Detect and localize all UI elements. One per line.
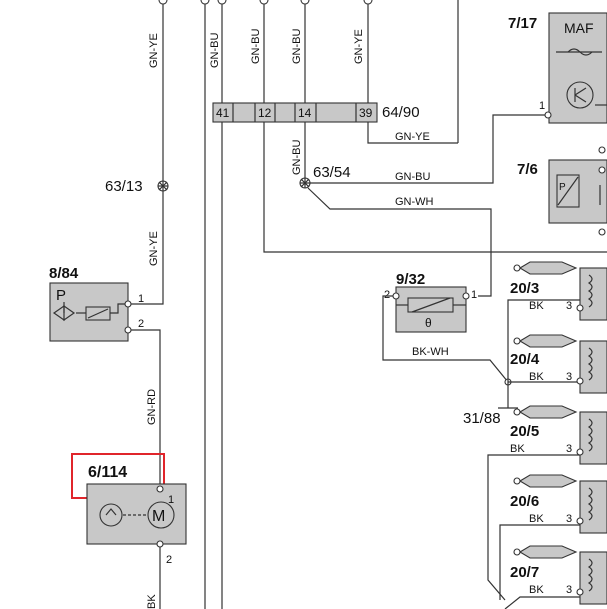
wire-label: BK-WH bbox=[412, 346, 449, 358]
pin-node bbox=[513, 477, 521, 485]
wire-8-84-pin1 bbox=[131, 293, 164, 305]
top-node bbox=[259, 0, 269, 5]
ground-bus-e bbox=[504, 596, 580, 609]
pin-node bbox=[513, 337, 521, 345]
ground-id: 31/88 bbox=[463, 410, 501, 427]
wire-gn-rd bbox=[131, 329, 161, 489]
maf-pin-1 bbox=[544, 111, 552, 119]
pressure-sensor-7-6: P bbox=[548, 159, 607, 224]
wire-label: GN-YE bbox=[395, 131, 430, 143]
pin-node bbox=[513, 264, 521, 272]
injector-pin: 3 bbox=[566, 371, 572, 383]
theta-symbol: θ bbox=[425, 316, 432, 330]
pin-node bbox=[513, 408, 521, 416]
top-node bbox=[300, 0, 310, 5]
component-id: 6/114 bbox=[88, 464, 127, 481]
wire-label: BK bbox=[146, 594, 158, 609]
wire-gn-wh bbox=[307, 187, 492, 297]
ground-bus-a bbox=[507, 299, 580, 382]
pin-node bbox=[124, 300, 132, 308]
wire-label: GN-BU bbox=[291, 140, 303, 176]
maf-label: MAF bbox=[564, 20, 594, 36]
pin-node bbox=[392, 292, 400, 300]
wire-label: GN-YE bbox=[148, 231, 160, 266]
injector-20-6 bbox=[518, 474, 607, 534]
wire-loop-right bbox=[263, 122, 607, 253]
injector-id: 20/4 bbox=[510, 351, 540, 368]
injector-wire: BK bbox=[529, 584, 544, 596]
pin-node bbox=[124, 326, 132, 334]
injector-id: 20/6 bbox=[510, 493, 539, 510]
injector-wire: BK bbox=[510, 443, 525, 455]
injector-pin: 3 bbox=[566, 513, 572, 525]
wire-label: GN-WH bbox=[395, 196, 434, 208]
connector-pin: 41 bbox=[216, 106, 230, 120]
injector-20-5 bbox=[518, 405, 607, 465]
component-id: 7/6 bbox=[517, 161, 538, 178]
top-node bbox=[363, 0, 373, 5]
motor-6-114: M bbox=[86, 483, 187, 545]
wire-label: GN-YE bbox=[353, 29, 365, 64]
pin-label: 1 bbox=[539, 100, 545, 112]
injector-pin: 3 bbox=[566, 443, 572, 455]
connector-pin: 12 bbox=[258, 106, 272, 120]
splice-id: 63/13 bbox=[105, 178, 143, 195]
injector-pin: 3 bbox=[566, 300, 572, 312]
connector-id: 64/90 bbox=[382, 104, 420, 121]
pin-node bbox=[598, 166, 606, 174]
component-id: 9/32 bbox=[396, 271, 425, 288]
connector-pin: 39 bbox=[359, 106, 373, 120]
injector-id: 20/5 bbox=[510, 423, 539, 440]
wire-gn-bu-to-maf bbox=[310, 114, 548, 184]
injector-wire: BK bbox=[529, 371, 544, 383]
wire-label: GN-RD bbox=[146, 389, 158, 425]
wire-label: GN-YE bbox=[148, 33, 160, 68]
wire-label: GN-BU bbox=[250, 29, 262, 65]
pin-node bbox=[598, 146, 606, 154]
injector-id: 20/7 bbox=[510, 564, 539, 581]
connector-pin: 14 bbox=[298, 106, 312, 120]
injector-20-3 bbox=[518, 261, 607, 321]
ground-bus-c bbox=[487, 454, 580, 601]
pin-node bbox=[513, 548, 521, 556]
pin-node bbox=[598, 228, 606, 236]
pin-node bbox=[462, 292, 470, 300]
pin-label: 1 bbox=[168, 494, 174, 506]
injector-20-4 bbox=[518, 334, 607, 394]
component-id: 7/17 bbox=[508, 15, 537, 32]
pin-label: 1 bbox=[138, 293, 144, 305]
injector-wire: BK bbox=[529, 300, 544, 312]
pin-label: 2 bbox=[384, 289, 390, 301]
wire-label: GN-BU bbox=[291, 29, 303, 65]
temp-sensor-9-32: θ bbox=[395, 286, 467, 333]
injector-20-7 bbox=[518, 545, 607, 605]
wire-label: GN-BU bbox=[209, 33, 221, 69]
svg-text:M: M bbox=[152, 508, 165, 525]
wire-gn-ye-horizontal bbox=[367, 122, 458, 144]
wire-label: GN-BU bbox=[395, 171, 431, 183]
symbol-p: P bbox=[559, 182, 566, 193]
injector-id: 20/3 bbox=[510, 280, 539, 297]
ground-bus-d bbox=[499, 524, 580, 600]
top-node bbox=[158, 0, 168, 5]
pin-node bbox=[156, 540, 164, 548]
wire-bk-wh bbox=[382, 295, 509, 383]
splice-id: 63/54 bbox=[313, 164, 351, 181]
injector-pin: 3 bbox=[566, 584, 572, 596]
connector-64-90: 41 12 14 39 bbox=[212, 102, 378, 123]
injector-wire: BK bbox=[529, 513, 544, 525]
pin-node bbox=[156, 485, 164, 493]
pin-label: 1 bbox=[471, 289, 477, 301]
pin-label: 2 bbox=[138, 318, 144, 330]
symbol-p: P bbox=[56, 287, 66, 304]
pin-label: 2 bbox=[166, 554, 172, 566]
component-id: 8/84 bbox=[49, 265, 79, 282]
top-node bbox=[217, 0, 227, 5]
valve-8-84: P bbox=[49, 282, 129, 342]
top-node bbox=[200, 0, 210, 5]
maf-sensor: MAF bbox=[548, 12, 607, 124]
